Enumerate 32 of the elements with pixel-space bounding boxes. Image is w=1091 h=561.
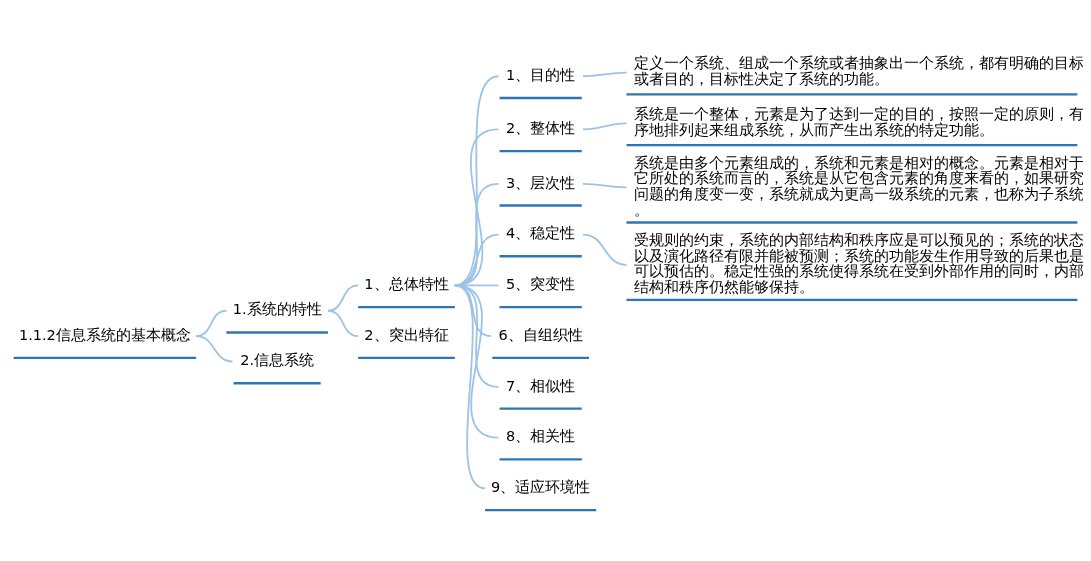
connector xyxy=(453,233,500,287)
node-text: 9、适应环境性 xyxy=(491,479,591,496)
node-text: 1、目的性 xyxy=(506,66,576,83)
node-text: 3、层次性 xyxy=(506,174,576,191)
connector xyxy=(327,309,360,337)
node-text: 4、稳定性 xyxy=(506,225,576,242)
connector xyxy=(453,128,500,287)
node-text: 1.1.2信息系统的基本概念 xyxy=(18,326,191,343)
connector xyxy=(453,284,500,388)
node-text: 2、整体性 xyxy=(506,120,576,137)
node-text: 1.系统的特性 xyxy=(232,301,322,318)
connector xyxy=(582,233,628,266)
connector xyxy=(582,71,628,78)
node-text: 2、突出特征 xyxy=(364,326,449,343)
node-text: 系统是由多个元素组成的，系统和元素是相对的概念。元素是相对于它所处的系统而言的，系统是从它包含元素的角度来看的，如果研究问题的角度变一变，系统就成为更高一级系统的元素，也称为子系统。 xyxy=(633,154,1084,218)
connector xyxy=(453,284,486,490)
node-text: 6、自组织性 xyxy=(498,326,583,343)
node-text: 系统是一个整体，元素是为了达到一定的目的，按照一定的原则，有序地排列起来组成系统，从而产生出系统的特定功能。 xyxy=(633,106,1084,138)
connector xyxy=(453,284,500,439)
node-text: 1、总体特性 xyxy=(364,276,449,293)
connector xyxy=(582,122,628,131)
node-text: 7、相似性 xyxy=(506,377,576,394)
connector xyxy=(195,335,234,363)
node-text: 8、相关性 xyxy=(506,428,576,445)
connector xyxy=(453,284,500,287)
node-text: 5、突变性 xyxy=(506,276,576,293)
node-text: 受规则的约束，系统的内部结构和秩序应是可以预见的；系统的状态以及演化路径有限并能被预测；系统的功能发生作用导致的后果也是可以预估的。稳定性强的系统使得系统在受到外部作用的同时，内部结构和秩序仍然能够保持。 xyxy=(633,231,1084,296)
node-text: 定义一个系统、组成一个系统或者抽象出一个系统，都有明确的目标或者目的，目标性决定了系统的功能。 xyxy=(633,55,1084,88)
connector xyxy=(453,182,500,287)
connector xyxy=(453,75,500,287)
node-text: 2.信息系统 xyxy=(240,352,315,369)
connector xyxy=(582,182,628,189)
